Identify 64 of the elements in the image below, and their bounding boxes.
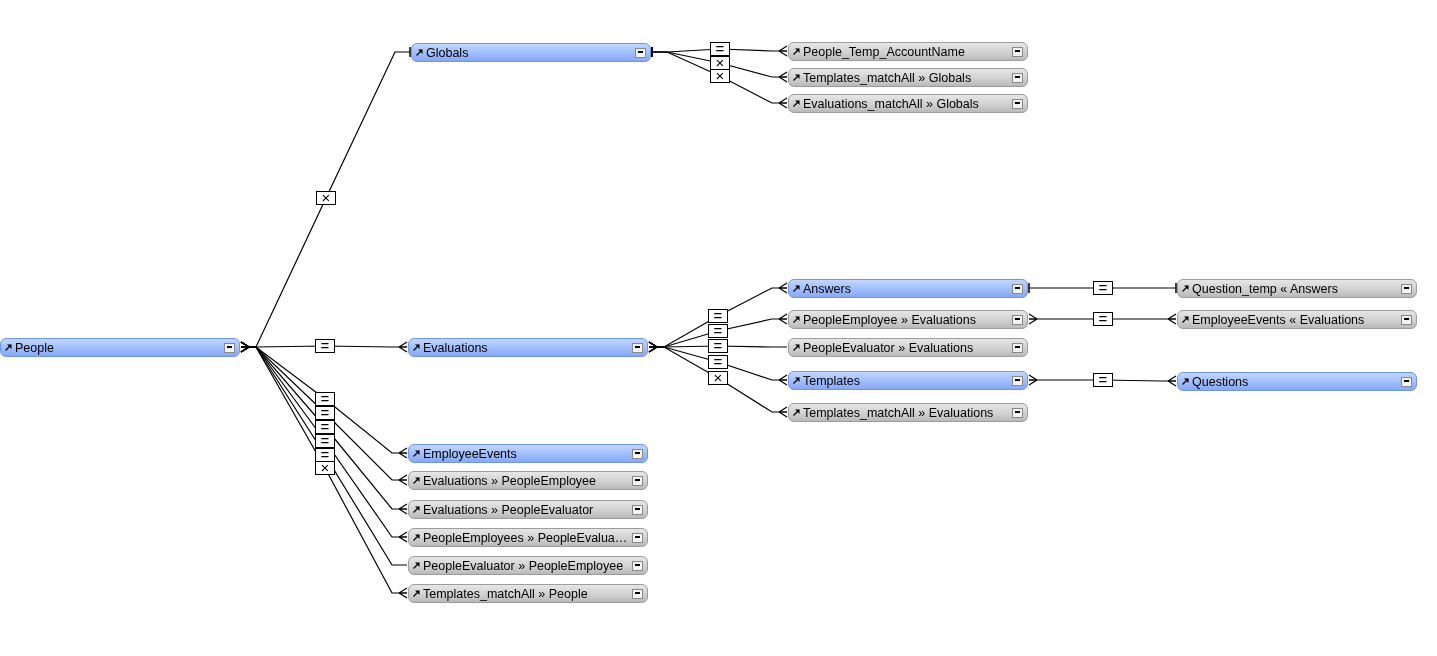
operator-symbol: = bbox=[315, 420, 335, 434]
table-occurrence-box bbox=[1177, 279, 1417, 298]
table-name: PeopleEvaluator » PeopleEmployee bbox=[423, 558, 625, 573]
table-name: Evaluations » PeopleEvaluator bbox=[423, 502, 595, 517]
operator-symbol: × bbox=[710, 69, 730, 83]
table-occurrence-box bbox=[788, 310, 1028, 329]
table-name: Answers bbox=[803, 281, 852, 296]
table-name: Templates_matchAll » Evaluations bbox=[803, 405, 995, 420]
operator-symbol: × bbox=[315, 461, 335, 475]
operator-symbol: = bbox=[708, 324, 728, 338]
table-occurrence-box bbox=[411, 43, 651, 62]
table-name: PeopleEmployee » Evaluations bbox=[803, 312, 978, 327]
table-occurrence-box bbox=[788, 338, 1028, 357]
operator-symbol: = bbox=[315, 406, 335, 420]
operator-symbol: × bbox=[708, 371, 728, 385]
table-name: Templates_matchAll » People bbox=[423, 586, 589, 601]
table-occurrence-box bbox=[408, 471, 648, 490]
table-name: PeopleEvaluator » Evaluations bbox=[803, 340, 975, 355]
operator-symbol: = bbox=[708, 339, 728, 353]
operator-symbol: = bbox=[315, 434, 335, 448]
operator-symbol: × bbox=[710, 56, 730, 70]
table-occurrence-box bbox=[0, 338, 240, 357]
table-name: Globals bbox=[426, 45, 470, 60]
table-occurrence-box bbox=[408, 528, 648, 547]
table-name: Evaluations_matchAll » Globals bbox=[803, 96, 980, 111]
table-name: People_Temp_AccountName bbox=[803, 44, 966, 59]
operator-symbol: = bbox=[1093, 373, 1113, 387]
table-name: Evaluations bbox=[423, 340, 489, 355]
table-name: Question_temp « Answers bbox=[1192, 281, 1339, 296]
table-occurrence-box bbox=[788, 403, 1028, 422]
relationship-line bbox=[1028, 313, 1177, 325]
table-occurrence-box bbox=[788, 94, 1028, 113]
table-occurrence-box bbox=[788, 68, 1028, 87]
relationship-line bbox=[651, 46, 788, 109]
operator-symbol: = bbox=[708, 309, 728, 323]
operator-symbol: = bbox=[1093, 281, 1113, 295]
relationship-line bbox=[1028, 282, 1177, 294]
table-occurrence-box bbox=[1177, 310, 1417, 329]
table-name: People bbox=[15, 340, 55, 355]
operator-symbol: × bbox=[316, 191, 336, 205]
table-name: Templates bbox=[803, 373, 861, 388]
operator-symbol: = bbox=[315, 392, 335, 406]
table-name: PeopleEmployees » PeopleEvalua… bbox=[423, 530, 629, 545]
table-occurrence-box bbox=[788, 279, 1028, 298]
table-occurrence-box bbox=[408, 338, 648, 357]
operator-symbol: = bbox=[315, 448, 335, 462]
operator-symbol: = bbox=[710, 42, 730, 56]
table-occurrence-box bbox=[788, 371, 1028, 390]
relationship-line bbox=[648, 341, 788, 418]
operator-symbol: = bbox=[315, 339, 335, 353]
operator-symbol: = bbox=[1093, 312, 1113, 326]
table-name: EmployeeEvents « Evaluations bbox=[1192, 312, 1366, 327]
table-occurrence-box bbox=[788, 42, 1028, 61]
table-name: EmployeeEvents bbox=[423, 446, 518, 461]
operator-symbol: = bbox=[708, 355, 728, 369]
table-occurrence-box bbox=[408, 556, 648, 575]
relationship-line bbox=[1028, 374, 1177, 387]
table-occurrence-box bbox=[408, 500, 648, 519]
table-occurrence-box bbox=[408, 444, 648, 463]
table-occurrence-box bbox=[1177, 372, 1417, 391]
table-occurrence-box bbox=[408, 584, 648, 603]
table-name: Evaluations » PeopleEmployee bbox=[423, 473, 598, 488]
table-name: Questions bbox=[1192, 374, 1250, 389]
table-name: Templates_matchAll » Globals bbox=[803, 70, 973, 85]
